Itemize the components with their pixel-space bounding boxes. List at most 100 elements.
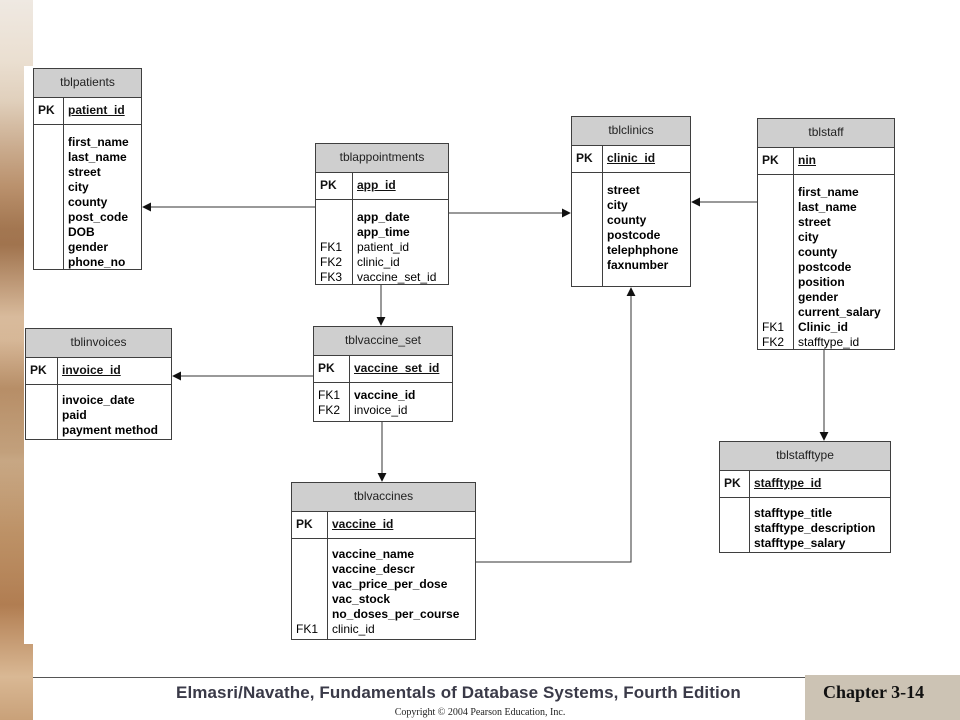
- field-row: vac_stock: [292, 592, 475, 607]
- field-name: vaccine_set_id: [357, 270, 437, 284]
- field-row: vaccine_name: [292, 547, 475, 562]
- field-row: gender: [34, 240, 141, 255]
- field-name: city: [68, 180, 89, 194]
- key-marker: FK1: [320, 240, 343, 254]
- field-name: vaccine_id: [354, 388, 416, 402]
- key-marker: FK2: [318, 403, 341, 417]
- pk-field: vaccine_set_id: [354, 361, 440, 375]
- field-name: faxnumber: [607, 258, 669, 272]
- field-row: payment method: [26, 423, 171, 438]
- field-name: post_code: [68, 210, 129, 224]
- field-name: stafftype_salary: [754, 536, 846, 550]
- field-name: first_name: [798, 185, 859, 199]
- column-divider: [793, 148, 794, 174]
- pk-label: PK: [576, 151, 593, 165]
- pk-row: PK stafftype_id: [720, 471, 890, 498]
- column-divider: [349, 383, 350, 422]
- field-name: street: [68, 165, 101, 179]
- column-divider: [63, 98, 64, 124]
- field-row: telephphone: [572, 243, 690, 258]
- field-name: stafftype_id: [798, 335, 860, 349]
- column-divider: [57, 358, 58, 384]
- field-name: paid: [62, 408, 87, 422]
- pk-label: PK: [296, 517, 313, 531]
- field-name: last_name: [798, 200, 857, 214]
- pk-field: app_id: [357, 178, 396, 192]
- field-row: vac_price_per_dose: [292, 577, 475, 592]
- field-row: gender: [758, 290, 894, 305]
- field-name: gender: [68, 240, 109, 254]
- key-marker: FK2: [762, 335, 785, 349]
- field-row: stafftype_salary: [720, 536, 890, 551]
- pk-label: PK: [724, 476, 741, 490]
- field-name: clinic_id: [332, 622, 375, 636]
- field-row: street: [34, 165, 141, 180]
- table-title: tblpatients: [34, 69, 141, 98]
- chapter-box: Chapter 3-14: [805, 675, 960, 720]
- table-title: tblclinics: [572, 117, 690, 146]
- footer-title: Elmasri/Navathe, Fundamentals of Databas…: [176, 683, 741, 702]
- field-row: app_date: [316, 210, 448, 225]
- pk-label: PK: [762, 153, 779, 167]
- relationship-lines: [142, 197, 829, 563]
- chapter-label: Chapter 3-14: [823, 682, 925, 702]
- field-name: postcode: [607, 228, 661, 242]
- column-divider: [327, 512, 328, 538]
- link-vaccines-clinics: [476, 287, 636, 563]
- field-row: postcode: [572, 228, 690, 243]
- field-row: first_name: [758, 185, 894, 200]
- pk-row: PK invoice_id: [26, 358, 171, 385]
- column-divider: [793, 175, 794, 350]
- field-name: payment method: [62, 423, 159, 437]
- field-row: last_name: [758, 200, 894, 215]
- field-row: position: [758, 275, 894, 290]
- pk-label: PK: [318, 361, 335, 375]
- table-tblstafftype: tblstafftype PK stafftype_id stafftype_t…: [719, 441, 891, 553]
- field-name: phone_no: [68, 255, 126, 269]
- field-name: DOB: [68, 225, 95, 239]
- field-row: county: [758, 245, 894, 260]
- column-divider: [352, 200, 353, 285]
- pk-field: nin: [798, 153, 816, 167]
- table-title: tblvaccines: [292, 483, 475, 512]
- pk-field: invoice_id: [62, 363, 121, 377]
- pk-row: PK nin: [758, 148, 894, 175]
- field-name: county: [607, 213, 647, 227]
- field-name: no_doses_per_course: [332, 607, 460, 621]
- field-name: invoice_id: [354, 403, 408, 417]
- field-name: first_name: [68, 135, 129, 149]
- key-marker: FK1: [318, 388, 341, 402]
- field-name: vac_stock: [332, 592, 391, 606]
- field-row: app_time: [316, 225, 448, 240]
- column-divider: [63, 125, 64, 270]
- column-divider: [602, 146, 603, 172]
- field-row: invoice_date: [26, 393, 171, 408]
- field-row: FK1 vaccine_id: [314, 388, 452, 403]
- field-row: city: [34, 180, 141, 195]
- field-row: street: [758, 215, 894, 230]
- field-name: county: [68, 195, 108, 209]
- field-name: vaccine_descr: [332, 562, 415, 576]
- field-name: vaccine_name: [332, 547, 415, 561]
- column-divider: [327, 539, 328, 640]
- field-row: vaccine_descr: [292, 562, 475, 577]
- field-row: county: [572, 213, 690, 228]
- column-divider: [749, 498, 750, 553]
- table-title: tblstafftype: [720, 442, 890, 471]
- field-row: DOB: [34, 225, 141, 240]
- pk-field: vaccine_id: [332, 517, 394, 531]
